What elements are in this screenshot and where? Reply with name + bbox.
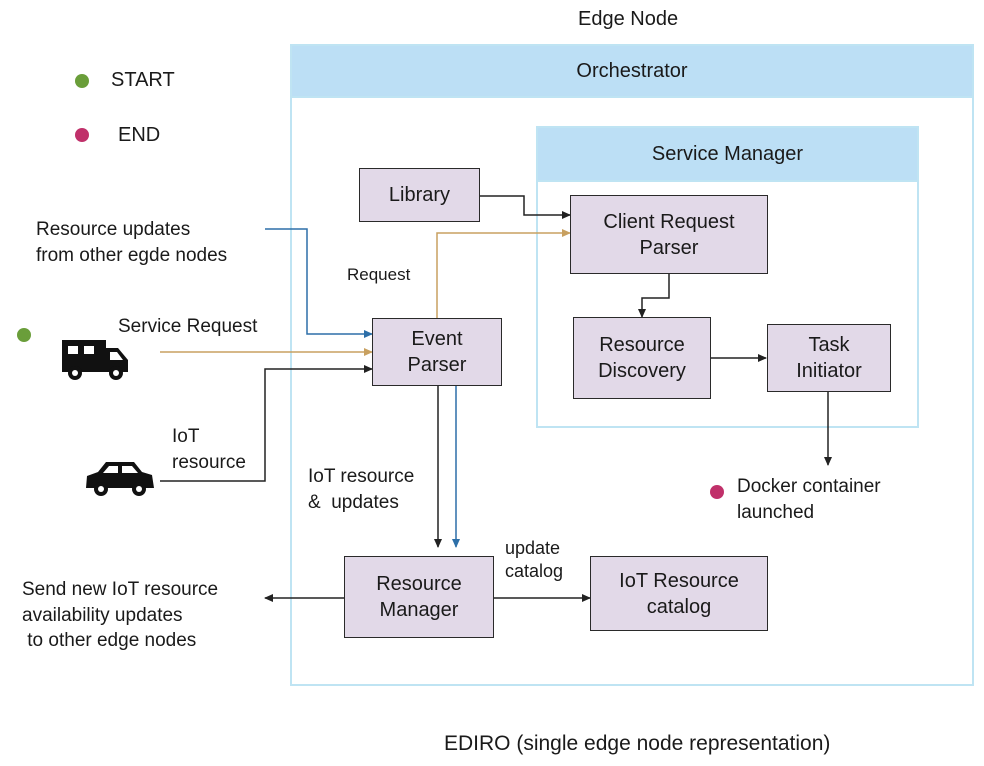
legend-end-label: END (118, 124, 161, 146)
event-parser-line1: Event (411, 328, 463, 350)
docker-line2: launched (737, 501, 815, 523)
library-label: Library (388, 184, 451, 206)
resource-updates-line1: Resource updates (36, 219, 191, 240)
task-initiator-box: Task Initiator (767, 324, 891, 392)
orchestrator-label: Orchestrator (576, 59, 688, 82)
resource-discovery-box: Resource Discovery (573, 317, 711, 399)
resource-updates-label: Resource updates from other egde nodes (36, 217, 227, 268)
start-dot-service (17, 328, 31, 342)
end-dot-docker (710, 485, 724, 499)
resource-manager-line2: Manager (379, 599, 459, 621)
iot-resource-catalog-box: IoT Resource catalog (590, 556, 768, 631)
service-manager-label: Service Manager (651, 142, 804, 165)
resource-discovery-line1: Resource (599, 334, 685, 356)
client-request-parser-line1: Client Request (603, 210, 735, 233)
iot-resource-line1: IoT (172, 426, 200, 447)
iot-resource-line2: resource (172, 451, 246, 473)
update-catalog-line1: update (505, 538, 561, 558)
iot-resource-updates-line1: IoT resource (308, 466, 415, 487)
end-dot (75, 128, 89, 142)
camper-truck-icon (62, 340, 128, 380)
docker-label: Docker container launched (737, 474, 881, 525)
iot-resource-updates-label: IoT resource & updates (308, 464, 414, 515)
service-manager-container (536, 126, 919, 428)
docker-line1: Docker container (737, 476, 881, 497)
edge-node-label: Edge Node (578, 8, 679, 30)
iot-resource-updates-line2: & updates (308, 491, 399, 513)
orchestrator-container (290, 44, 974, 686)
send-updates-line3: to other edge nodes (22, 630, 197, 652)
orchestrator-band: Orchestrator (292, 46, 972, 98)
event-parser-line2: Parser (407, 354, 467, 376)
update-catalog-label: update catalog (505, 537, 563, 584)
arrow-iot-resource (160, 365, 373, 482)
caption: EDIRO (single edge node representation) (444, 732, 831, 755)
resource-manager-line1: Resource (376, 573, 462, 595)
start-dot (75, 74, 89, 88)
resource-manager-box: Resource Manager (344, 556, 494, 638)
service-request-label: Service Request (118, 316, 258, 337)
send-updates-line2: availability updates (22, 604, 183, 626)
send-updates-label: Send new IoT resource availability updat… (22, 577, 218, 654)
request-label: Request (347, 265, 411, 284)
event-parser-box: Event Parser (372, 318, 502, 386)
client-request-parser-line2: Parser (639, 236, 699, 259)
task-initiator-line2: Initiator (796, 360, 862, 382)
arrow-request (436, 229, 571, 318)
iot-resource-catalog-line1: IoT Resource (619, 569, 739, 592)
send-updates-line1: Send new IoT resource (22, 579, 219, 600)
car-icon (86, 462, 154, 496)
resource-updates-line2: from other egde nodes (36, 244, 228, 266)
iot-resource-catalog-line2: catalog (646, 595, 712, 618)
resource-discovery-line2: Discovery (598, 360, 686, 382)
task-initiator-line1: Task (808, 334, 850, 356)
arrow-resource-updates (265, 228, 373, 338)
iot-resource-label: IoT resource (172, 424, 246, 475)
legend-start-label: START (111, 69, 175, 91)
library-box: Library (359, 168, 480, 222)
arrow-crp-to-rd (638, 274, 670, 318)
arrow-library (480, 195, 571, 219)
client-request-parser-box: Client Request Parser (570, 195, 768, 274)
update-catalog-line2: catalog (505, 561, 564, 582)
service-manager-band: Service Manager (538, 128, 917, 182)
